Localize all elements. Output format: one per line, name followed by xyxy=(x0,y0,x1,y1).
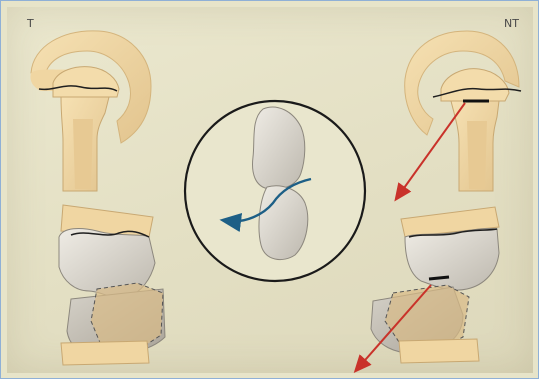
lower-right-fragment-illustration xyxy=(359,207,499,367)
upper-left-bone-illustration xyxy=(30,31,151,191)
upper-right-bone-illustration xyxy=(399,31,521,195)
center-circle-diagram xyxy=(185,101,365,281)
lower-left-fragment-illustration xyxy=(59,205,165,365)
red-arrow-upper xyxy=(399,103,465,195)
